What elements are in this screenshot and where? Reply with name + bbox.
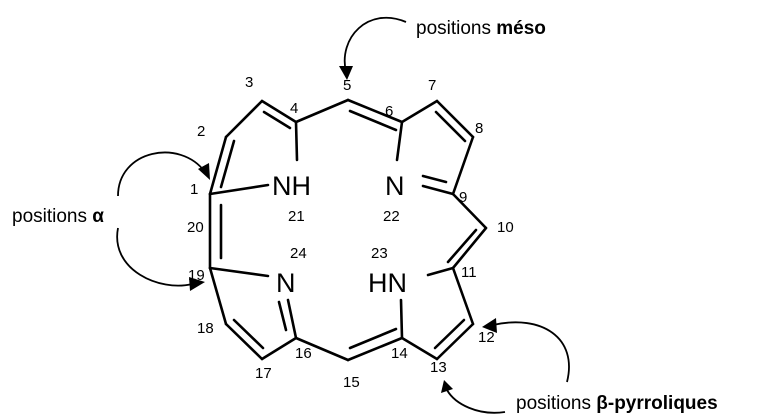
atom-n22: N [385,171,405,201]
bond-17-18-double [232,318,265,350]
num-16: 16 [295,345,312,362]
alpha-arrow-lower [116,227,193,287]
bond-n22-9 [421,184,455,196]
alpha-arrow-lower-head [189,277,205,291]
bond-3-4 [260,99,298,124]
bond-1-2-double [219,139,236,189]
bond-14-15 [346,336,404,362]
meso-arrow-head [339,66,353,80]
bond-9-10 [451,192,488,230]
num-1: 1 [190,181,198,198]
label-meso-bold: méso [496,18,546,39]
bond-12-13-double [433,318,466,350]
bond-2-3 [224,99,264,139]
bond-14-15-double [348,327,398,350]
num-12: 12 [478,329,495,346]
bond-8-9 [451,135,475,196]
label-meso-prefix: positions [416,18,496,39]
bond-16-n24-double [277,300,288,332]
num-14: 14 [391,345,408,362]
bond-1-2 [208,135,228,196]
bond-3-4-double [262,110,292,130]
beta-arrow-lower-head [441,380,453,393]
bond-11-12 [451,266,475,326]
atom-hn23: HN [368,268,407,298]
bond-6-7 [400,99,439,124]
bond-n23-11 [426,266,455,277]
num-23: 23 [371,245,388,262]
num-8: 8 [475,120,483,137]
bond-4-5 [294,98,350,124]
label-alpha-bold: α [92,206,104,227]
num-6: 6 [385,103,393,120]
num-20: 20 [187,219,204,236]
arrows [116,16,570,414]
num-7: 7 [428,77,436,94]
num-17: 17 [255,365,272,382]
beta-arrow-upper [492,321,570,383]
num-4: 4 [290,100,298,117]
bond-16-n24 [286,298,298,340]
num-2: 2 [197,123,205,140]
label-beta-prefix: positions [516,393,596,414]
bond-5-6-double [348,109,398,132]
label-meso: positions méso [416,18,546,39]
num-3: 3 [245,74,253,91]
bond-n22-9-double [421,174,448,184]
bonds [208,98,488,362]
atom-n24: N [276,268,296,298]
bond-7-8-double [434,110,467,143]
bond-6-n22 [395,120,404,162]
bond-1-n21 [208,183,270,196]
bond-19-n24 [208,266,270,278]
alpha-arrow-upper [117,151,206,197]
num-9: 9 [459,189,467,206]
bond-10-11-double [446,228,478,264]
bond-18-19 [208,266,228,326]
label-beta-bold: β-pyrroliques [596,393,717,414]
num-24: 24 [290,245,307,262]
bond-5-6 [346,98,404,124]
bond-16-17 [260,336,298,361]
num-22: 22 [383,208,400,225]
num-5: 5 [343,77,351,94]
num-18: 18 [197,320,214,337]
num-15: 15 [343,374,360,391]
atom-nh21: NH [272,171,311,201]
alpha-arrow-upper-head [198,163,210,180]
bond-17-18 [224,322,264,361]
label-alpha: positions α [12,206,104,227]
num-11: 11 [461,264,477,281]
bond-10-11 [451,226,488,270]
bond-12-13 [435,322,475,361]
bond-4-n21 [294,120,299,162]
position-numbers: 1 2 3 4 5 6 7 8 9 10 11 12 13 14 15 16 1… [187,74,514,391]
num-21: 21 [288,208,305,225]
bond-7-8 [435,99,475,139]
label-alpha-prefix: positions [12,206,92,227]
num-13: 13 [430,359,447,376]
bond-13-14 [400,336,439,361]
bond-14-n23 [399,298,404,340]
meso-arrow [343,16,407,73]
num-10: 10 [497,219,514,236]
beta-arrow-upper-head [482,318,497,333]
bond-15-16 [294,336,350,362]
label-beta: positions β-pyrroliques [516,393,718,414]
beta-arrow-lower [446,389,506,414]
